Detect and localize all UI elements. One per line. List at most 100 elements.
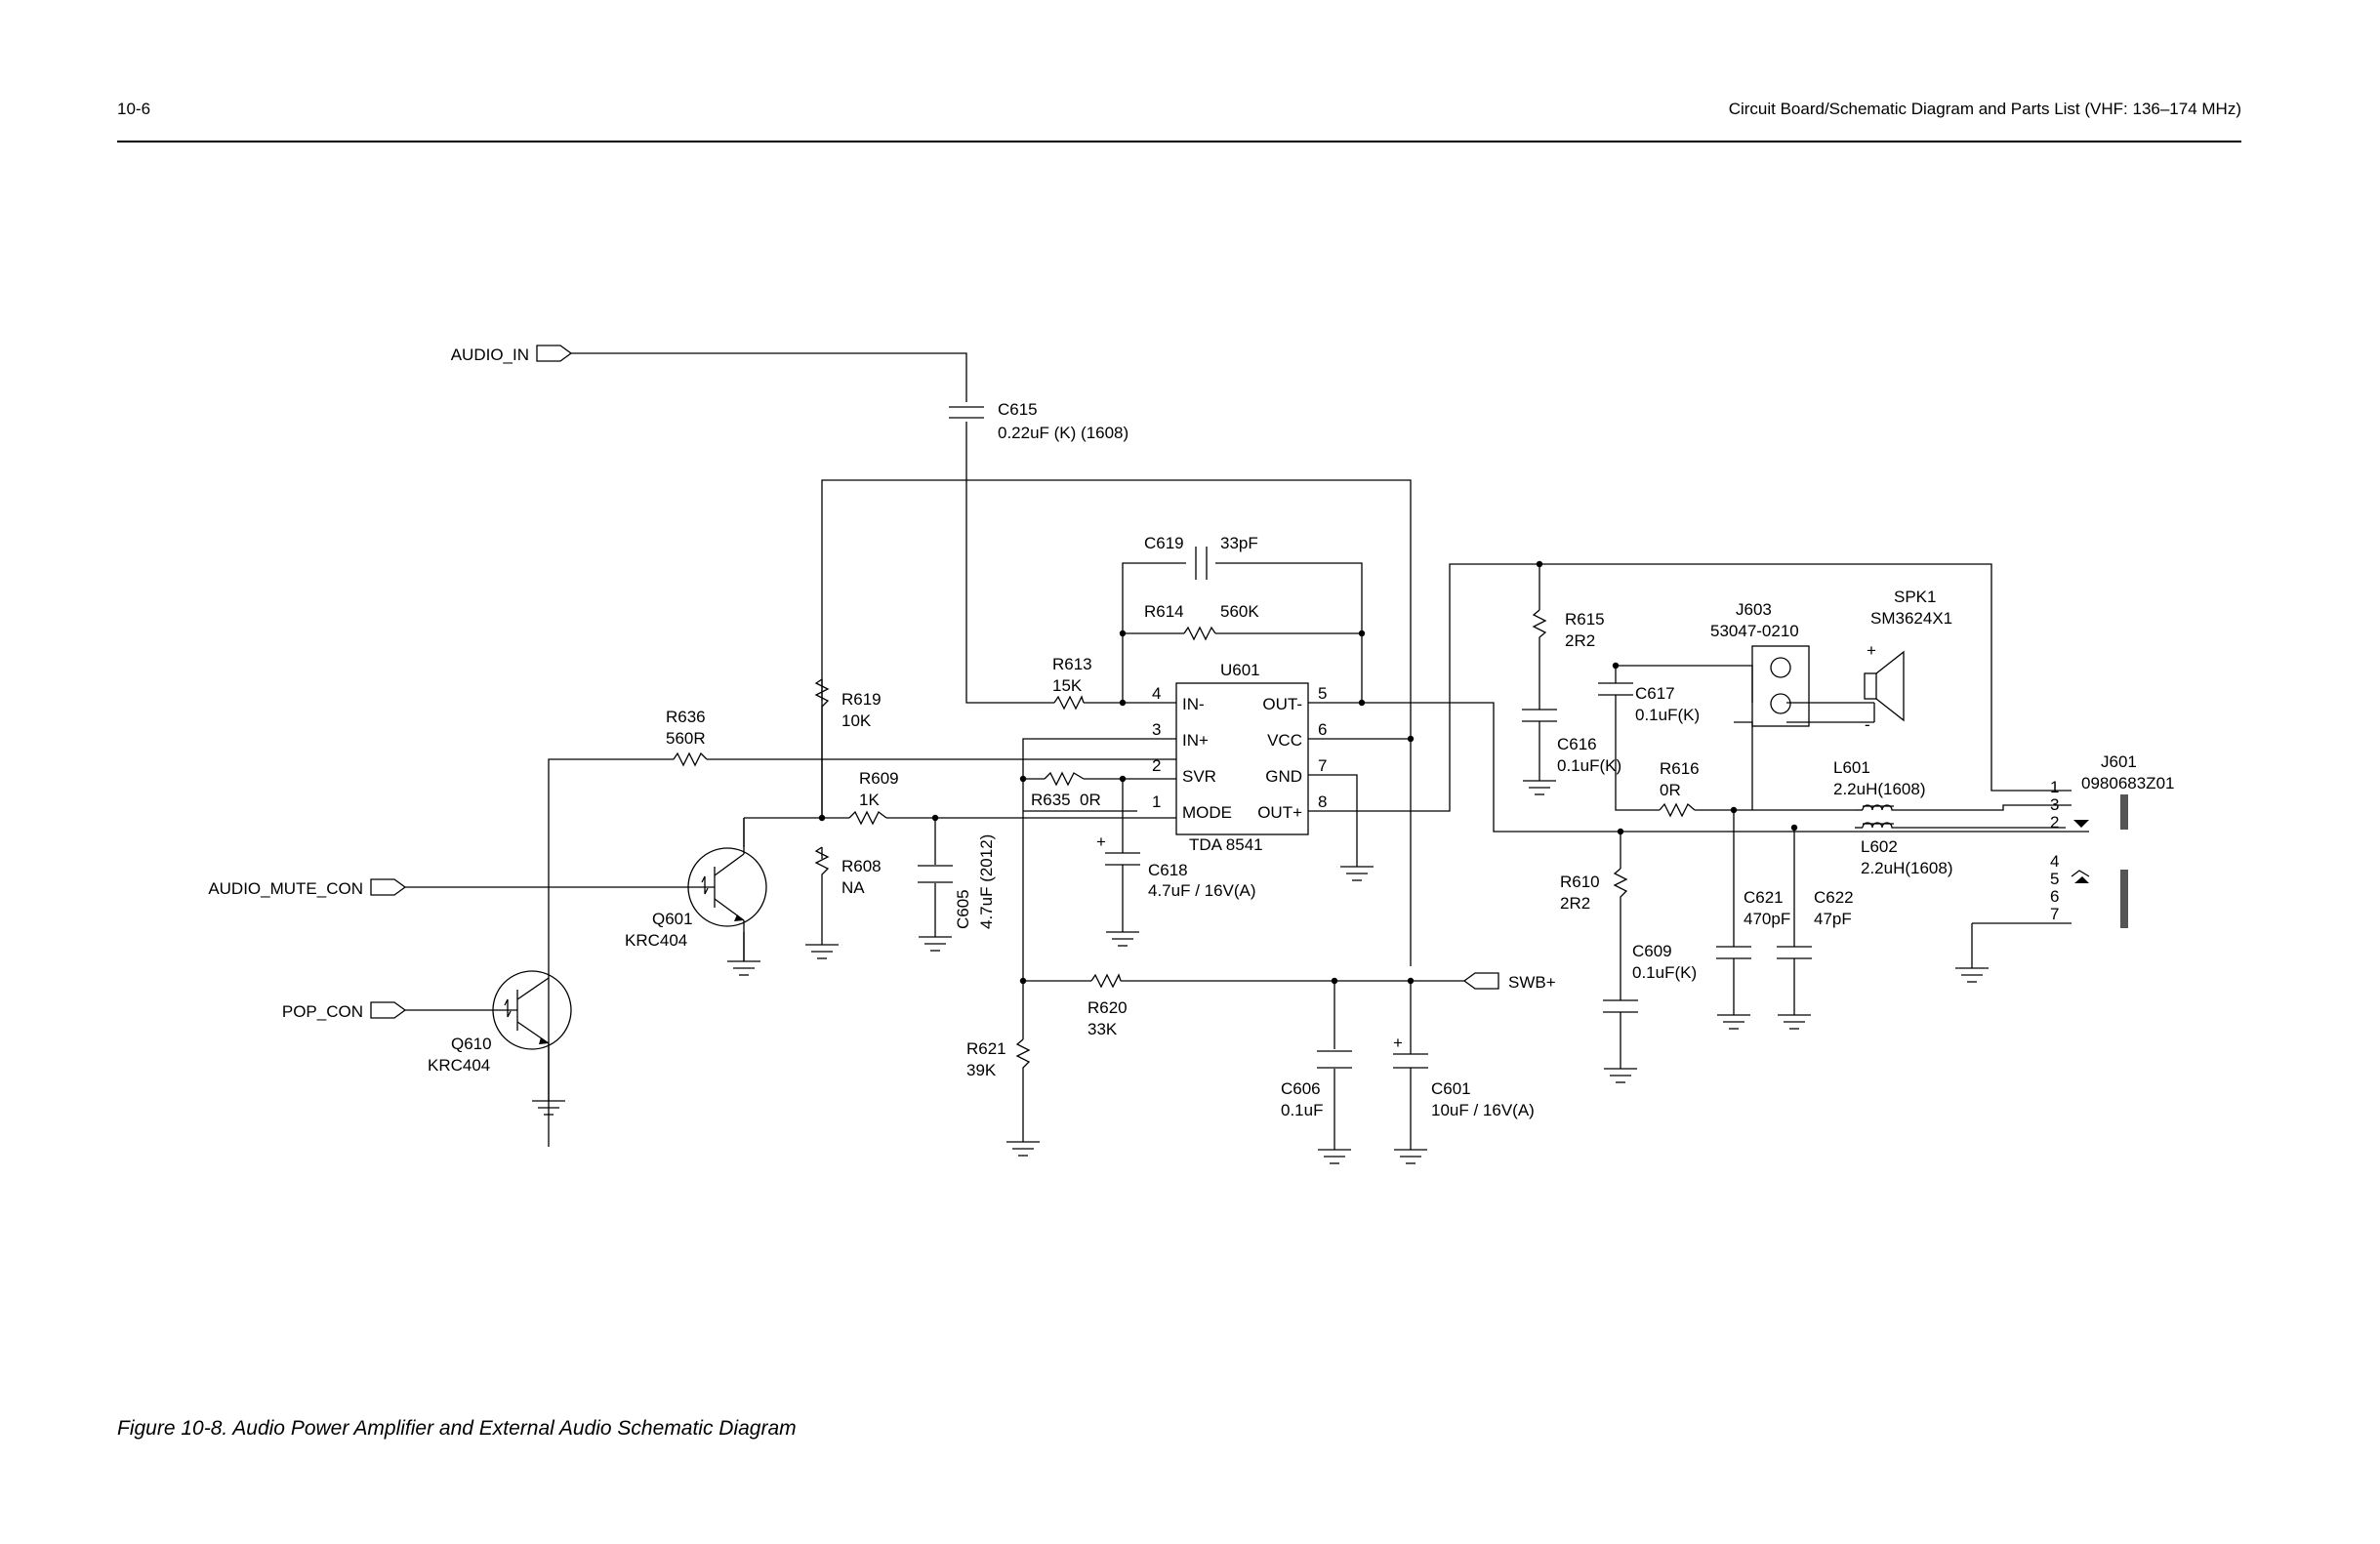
inductor-l601: L601 2.2uH(1608) xyxy=(1833,758,1926,811)
svg-text:TDA 8541: TDA 8541 xyxy=(1189,835,1263,854)
svg-text:C619: C619 xyxy=(1144,534,1184,552)
svg-text:C601: C601 xyxy=(1431,1079,1471,1098)
svg-text:0.1uF(K): 0.1uF(K) xyxy=(1635,706,1700,724)
svg-text:2.2uH(1608): 2.2uH(1608) xyxy=(1861,859,1953,877)
svg-text:OUT-: OUT- xyxy=(1262,695,1302,713)
svg-text:IN+: IN+ xyxy=(1182,731,1209,750)
svg-text:+: + xyxy=(1867,641,1876,660)
svg-text:8: 8 xyxy=(1318,792,1327,811)
svg-text:C621: C621 xyxy=(1744,888,1784,907)
capacitor-c615: C615 0.22uF (K) (1608) xyxy=(949,400,1128,442)
page-number: 10-6 xyxy=(117,100,151,118)
svg-text:L601: L601 xyxy=(1833,758,1870,777)
svg-text:2R2: 2R2 xyxy=(1565,631,1595,650)
svg-text:5: 5 xyxy=(1318,684,1327,703)
svg-text:C617: C617 xyxy=(1635,684,1675,703)
svg-text:470pF: 470pF xyxy=(1744,910,1790,928)
svg-text:7: 7 xyxy=(1318,756,1327,775)
port-pop-con: POP_CON xyxy=(282,1001,407,1021)
svg-text:AUDIO_IN: AUDIO_IN xyxy=(451,345,529,364)
svg-text:53047-0210: 53047-0210 xyxy=(1710,622,1799,640)
svg-text:0.1uF: 0.1uF xyxy=(1281,1101,1323,1119)
svg-text:-: - xyxy=(1865,715,1870,734)
svg-text:2: 2 xyxy=(2050,813,2059,832)
capacitor-c616: C616 0.1uF(K) xyxy=(1522,709,1621,775)
capacitor-c617: C617 0.1uF(K) xyxy=(1598,682,1700,724)
svg-text:560R: 560R xyxy=(666,729,706,748)
svg-text:Q601: Q601 xyxy=(652,910,693,928)
port-audio-in: AUDIO_IN xyxy=(451,345,573,364)
svg-text:2: 2 xyxy=(1152,756,1161,775)
capacitor-c622: C622 47pF xyxy=(1777,888,1854,959)
svg-text:KRC404: KRC404 xyxy=(625,931,687,950)
svg-text:GND: GND xyxy=(1265,767,1302,786)
svg-text:39K: 39K xyxy=(966,1061,997,1079)
svg-text:C605: C605 xyxy=(954,889,972,929)
svg-text:C606: C606 xyxy=(1281,1079,1321,1098)
svg-text:47pF: 47pF xyxy=(1814,910,1852,928)
svg-text:4.7uF / 16V(A): 4.7uF / 16V(A) xyxy=(1148,881,1256,900)
section-title: Circuit Board/Schematic Diagram and Part… xyxy=(1728,100,2241,118)
svg-text:J601: J601 xyxy=(2101,752,2137,771)
svg-text:R636: R636 xyxy=(666,708,706,726)
svg-text:POP_CON: POP_CON xyxy=(282,1002,363,1021)
svg-text:15K: 15K xyxy=(1052,676,1083,695)
svg-text:2R2: 2R2 xyxy=(1560,894,1590,913)
resistor-r616: R616 0R xyxy=(1659,759,1700,818)
svg-text:AUDIO_MUTE_CON: AUDIO_MUTE_CON xyxy=(208,879,363,898)
svg-text:+: + xyxy=(1096,833,1106,851)
svg-text:1: 1 xyxy=(1152,792,1161,811)
svg-text:L602: L602 xyxy=(1861,837,1898,856)
transistor-q601: Q601 KRC404 xyxy=(625,818,767,961)
svg-text:R614: R614 xyxy=(1144,602,1184,621)
capacitor-c601: + C601 10uF / 16V(A) xyxy=(1393,1034,1535,1119)
svg-text:R619: R619 xyxy=(841,690,882,709)
resistor-r609: R609 1K xyxy=(848,769,899,826)
wires xyxy=(405,352,2072,1150)
svg-text:0.1uF(K): 0.1uF(K) xyxy=(1557,756,1621,775)
svg-text:33K: 33K xyxy=(1087,1020,1118,1038)
capacitor-c606: C606 0.1uF xyxy=(1281,1050,1352,1119)
resistor-r614: R614 560K xyxy=(1144,602,1259,641)
svg-text:7: 7 xyxy=(2050,905,2059,923)
svg-text:1K: 1K xyxy=(859,791,880,809)
resistor-r610: R610 2R2 xyxy=(1560,868,1628,913)
svg-text:C616: C616 xyxy=(1557,735,1597,753)
svg-text:10K: 10K xyxy=(841,711,872,730)
svg-text:4.7uF (2012): 4.7uF (2012) xyxy=(977,834,996,929)
svg-text:10uF / 16V(A): 10uF / 16V(A) xyxy=(1431,1101,1535,1119)
svg-text:0980683Z01: 0980683Z01 xyxy=(2081,774,2174,792)
svg-text:4: 4 xyxy=(1152,684,1161,703)
resistor-r619: R619 10K xyxy=(814,678,882,730)
figure-caption: Figure 10-8. Audio Power Amplifier and E… xyxy=(117,1417,797,1440)
svg-text:6: 6 xyxy=(2050,887,2059,906)
speaker-spk1: SPK1 SM3624X1 + - xyxy=(1864,588,1952,734)
svg-text:4: 4 xyxy=(2050,852,2059,871)
connector-j603: J603 53047-0210 xyxy=(1710,600,1810,727)
svg-text:R613: R613 xyxy=(1052,655,1092,673)
svg-text:33pF: 33pF xyxy=(1220,534,1258,552)
svg-text:0.1uF(K): 0.1uF(K) xyxy=(1632,963,1697,982)
resistor-r613: R613 15K xyxy=(1052,655,1092,711)
svg-text:3: 3 xyxy=(1152,720,1161,739)
svg-text:1: 1 xyxy=(2050,778,2059,796)
svg-text:NA: NA xyxy=(841,878,865,897)
capacitor-c618: + C618 4.7uF / 16V(A) xyxy=(1096,833,1256,900)
svg-text:+: + xyxy=(1393,1034,1403,1052)
svg-text:J603: J603 xyxy=(1736,600,1772,619)
svg-text:C615: C615 xyxy=(998,400,1038,419)
svg-text:2.2uH(1608): 2.2uH(1608) xyxy=(1833,780,1926,798)
svg-text:SVR: SVR xyxy=(1182,767,1216,786)
resistor-r615: R615 2R2 xyxy=(1532,609,1605,650)
svg-text:SM3624X1: SM3624X1 xyxy=(1870,609,1952,628)
resistor-r636: R636 560R xyxy=(666,708,708,767)
svg-text:C609: C609 xyxy=(1632,942,1672,960)
svg-text:U601: U601 xyxy=(1220,661,1260,679)
resistor-r621: R621 39K xyxy=(966,1038,1031,1079)
svg-text:SPK1: SPK1 xyxy=(1894,588,1936,606)
svg-text:R616: R616 xyxy=(1660,759,1700,778)
svg-text:0.22uF (K) (1608): 0.22uF (K) (1608) xyxy=(998,424,1128,442)
port-audio-mute-con: AUDIO_MUTE_CON xyxy=(208,878,407,898)
svg-text:R608: R608 xyxy=(841,857,882,875)
svg-text:Q610: Q610 xyxy=(451,1035,492,1053)
